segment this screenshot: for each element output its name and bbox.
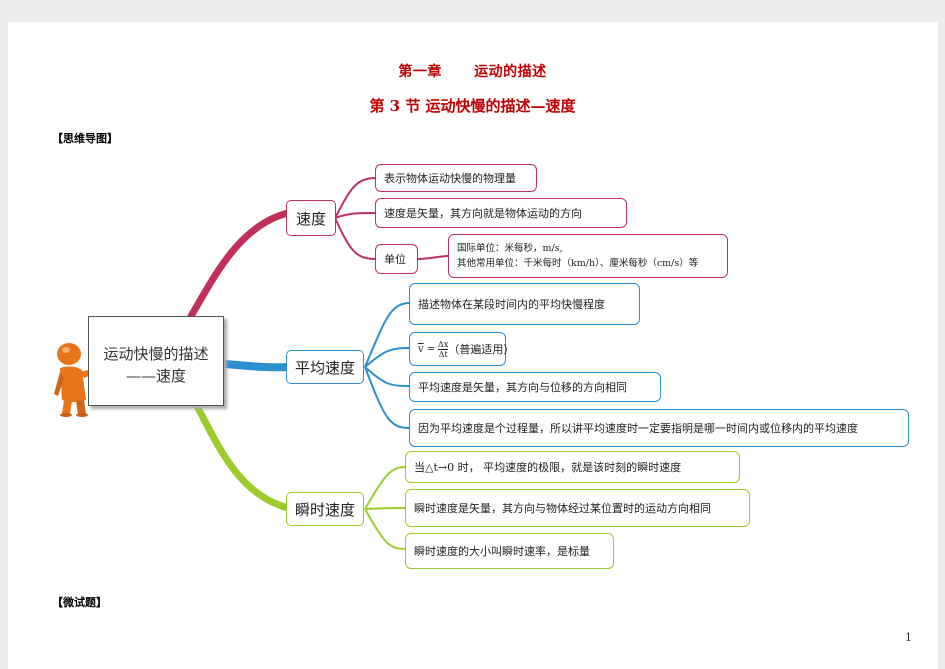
quiz-heading: 【微试题】 xyxy=(52,596,107,609)
avg-vector-note: 平均速度是矢量，其方向与位移的方向相同 xyxy=(409,372,661,402)
section-title: 第 3 节 运动快慢的描述—速度 xyxy=(369,97,576,115)
central-topic-line2: ——速度 xyxy=(125,367,186,385)
inst-rate-note: 瞬时速度的大小叫瞬时速率，是标量 xyxy=(405,533,614,569)
trunk-instant xyxy=(192,400,292,512)
speed-link-3 xyxy=(334,217,377,260)
speed-link-1 xyxy=(334,177,377,219)
formula-eq: = xyxy=(426,343,436,355)
inst-link-3 xyxy=(364,508,407,550)
speed-unit-details: 国际单位：米每秒，m/s, 其他常用单位：千米每时（km/h）、厘米每秒（cm/… xyxy=(448,234,728,278)
avg-definition: 描述物体在某段时间内的平均快慢程度 xyxy=(409,283,640,325)
mindmap-heading: 【思维导图】 xyxy=(52,132,118,145)
inst-limit-definition: 当△t→0 时， 平均速度的极限，就是该时刻的瞬时速度 xyxy=(405,451,740,483)
trunk-average xyxy=(224,360,289,372)
formula-num: Δx xyxy=(438,339,449,350)
avg-process-note: 因为平均速度是个过程量，所以讲平均速度时一定要指明是哪一时间内或位移内的平均速度 xyxy=(409,409,909,447)
branch-instant-speed: 瞬时速度 xyxy=(286,492,364,526)
avg-formula-note: （普遍适用） xyxy=(448,343,515,356)
speed-vector-note: 速度是矢量，其方向就是物体运动的方向 xyxy=(375,198,627,228)
inst-link-1 xyxy=(364,466,407,510)
unit-other: 其他常用单位：千米每时（km/h）、厘米每秒（cm/s）等 xyxy=(457,258,699,269)
chapter-title: 第一章 运动的描述 xyxy=(0,61,945,81)
inst-link-2 xyxy=(364,507,407,510)
central-topic-board: 运动快慢的描述 ——速度 xyxy=(88,316,224,406)
page-number: 1 xyxy=(905,631,912,644)
chapter-number: 第一章 xyxy=(398,64,442,80)
speed-link-2 xyxy=(334,212,377,219)
branch-average-speed: 平均速度 xyxy=(286,350,364,384)
avg-link-2 xyxy=(364,347,411,368)
formula-den: Δt xyxy=(438,349,448,359)
avg-link-3 xyxy=(364,366,411,387)
speed-unit-label: 单位 xyxy=(375,244,418,274)
avg-link-1 xyxy=(364,302,411,368)
trunk-speed xyxy=(186,209,292,322)
avg-link-4 xyxy=(364,366,411,429)
formula-v: v xyxy=(418,343,424,355)
inst-vector-note: 瞬时速度是矢量，其方向与物体经过某位置时的运动方向相同 xyxy=(405,489,750,527)
speed-definition: 表示物体运动快慢的物理量 xyxy=(375,164,537,192)
branch-speed: 速度 xyxy=(286,200,336,236)
central-topic-line1: 运动快慢的描述 xyxy=(103,345,209,363)
chapter-name: 运动的描述 xyxy=(474,64,547,80)
avg-formula: v = Δx Δt （普遍适用） xyxy=(409,332,514,366)
avg-formula-math: v = Δx Δt xyxy=(418,339,449,359)
unit-si: 国际单位：米每秒，m/s, xyxy=(457,243,563,254)
unit-link xyxy=(417,255,449,260)
